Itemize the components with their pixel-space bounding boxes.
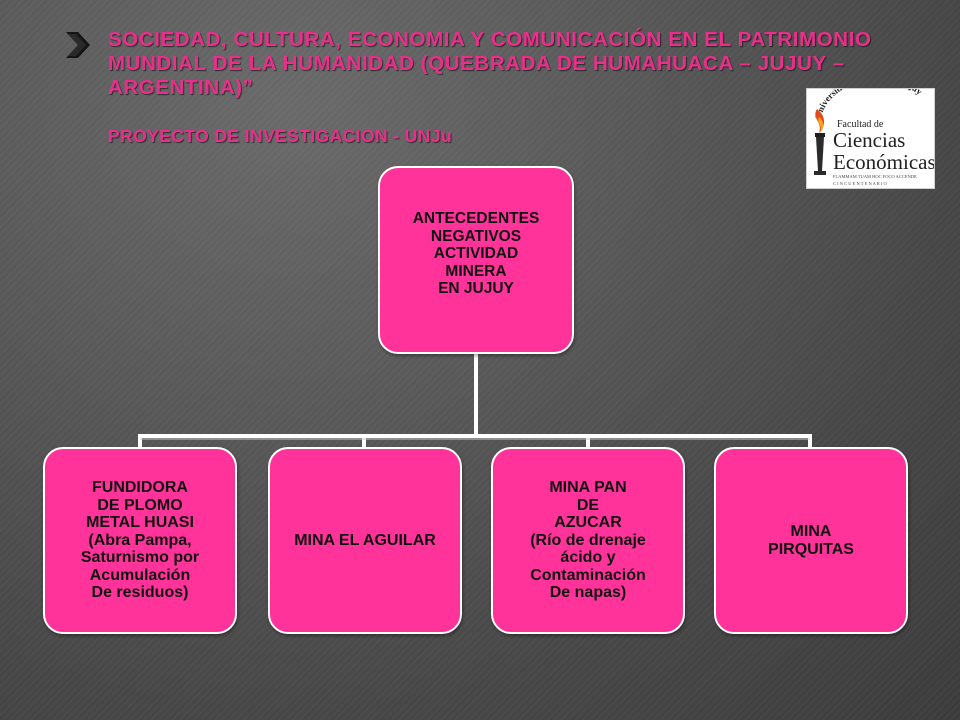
org-node-root: ANTECEDENTES NEGATIVOS ACTIVIDAD MINERA … [378,166,574,354]
org-node-fundidora: FUNDIDORA DE PLOMO METAL HUASI (Abra Pam… [43,447,237,634]
logo-motto: FLAMMAM TUAM HOC FOCO ACCENDE [833,174,917,179]
slide-title: SOCIEDAD, CULTURA, ECONOMIA Y COMUNICACI… [108,28,872,99]
faculty-logo: Universidad Nacional de Jujuy Facultad d… [806,88,935,189]
logo-line1: Facultad de [837,119,884,130]
slide-subtitle: PROYECTO DE INVESTIGACION - UNJu [108,126,453,146]
torch-icon [814,109,826,175]
logo-line3: Económicas [833,150,934,174]
slide-title-block: SOCIEDAD, CULTURA, ECONOMIA Y COMUNICACI… [108,28,888,148]
logo-line2: Ciencias [833,128,905,152]
org-node-mina-pan-de-azucar: MINA PAN DE AZUCAR (Río de drenaje ácido… [491,447,685,634]
chevron-right-icon [66,32,90,58]
org-node-mina-pirquitas: MINA PIRQUITAS [714,447,908,634]
org-node-mina-el-aguilar: MINA EL AGUILAR [268,447,462,634]
logo-anniversary: C I N C U E N T E N A R I O [833,181,887,186]
